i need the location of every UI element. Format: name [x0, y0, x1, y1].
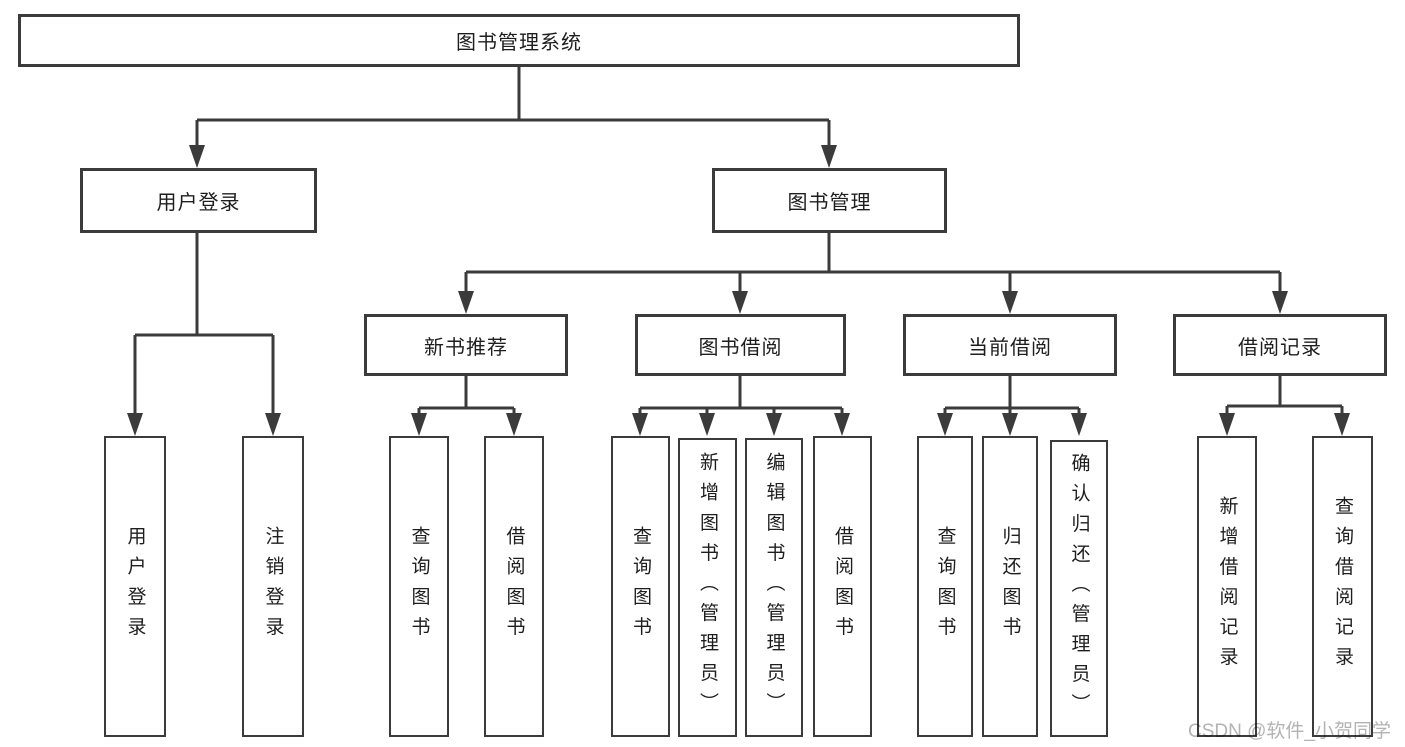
leaf-query-books-current: 查询图书 [917, 436, 973, 737]
leaf-label: 新增图书（管理员） [697, 452, 718, 723]
leaf-label: 注销登录 [262, 526, 284, 647]
leaf-return-book: 归还图书 [982, 436, 1038, 737]
node-new-book-recommendation: 新书推荐 [364, 314, 568, 376]
leaf-user-login: 用户登录 [104, 436, 166, 737]
node-user-login: 用户登录 [80, 168, 317, 233]
node-book-management: 图书管理 [712, 168, 947, 233]
leaf-label: 新增借阅记录 [1216, 496, 1238, 677]
leaf-label: 归还图书 [999, 526, 1021, 647]
node-label: 用户登录 [156, 192, 241, 214]
leaf-query-borrow-record: 查询借阅记录 [1312, 436, 1373, 737]
node-current-borrowing: 当前借阅 [903, 314, 1117, 376]
leaf-borrow-books-borrowing: 借阅图书 [813, 436, 872, 737]
leaf-edit-book-admin: 编辑图书（管理员） [745, 438, 803, 737]
leaf-query-books-recommend: 查询图书 [389, 436, 449, 737]
leaf-label: 查询借阅记录 [1332, 496, 1353, 677]
csdn-watermark: CSDN @软件_小贺同学 [1188, 721, 1391, 742]
leaf-label: 查询图书 [408, 526, 430, 647]
node-label: 图书借阅 [698, 336, 783, 359]
node-label: 当前借阅 [968, 336, 1052, 359]
node-label: 借阅记录 [1238, 336, 1322, 359]
leaf-label: 借阅图书 [503, 526, 525, 647]
node-book-borrowing: 图书借阅 [635, 314, 846, 376]
leaf-borrow-books-recommend: 借阅图书 [484, 436, 544, 737]
node-label: 新书推荐 [424, 336, 508, 359]
node-borrowing-records: 借阅记录 [1173, 314, 1387, 376]
leaf-label: 确认归还（管理员） [1068, 453, 1090, 724]
leaf-add-borrow-record: 新增借阅记录 [1197, 436, 1257, 737]
leaf-logout: 注销登录 [242, 436, 304, 737]
leaf-label: 用户登录 [124, 526, 146, 647]
leaf-label: 查询图书 [630, 526, 651, 647]
leaf-confirm-return-admin: 确认归还（管理员） [1050, 440, 1108, 737]
leaf-add-book-admin: 新增图书（管理员） [678, 438, 737, 737]
node-library-management-system: 图书管理系统 [18, 14, 1020, 67]
node-label: 图书管理系统 [456, 32, 582, 54]
leaf-query-books-borrowing: 查询图书 [611, 436, 670, 737]
leaf-label: 查询图书 [934, 526, 956, 647]
leaf-label: 编辑图书（管理员） [763, 452, 785, 723]
leaf-label: 借阅图书 [832, 526, 853, 647]
node-label: 图书管理 [787, 192, 872, 214]
